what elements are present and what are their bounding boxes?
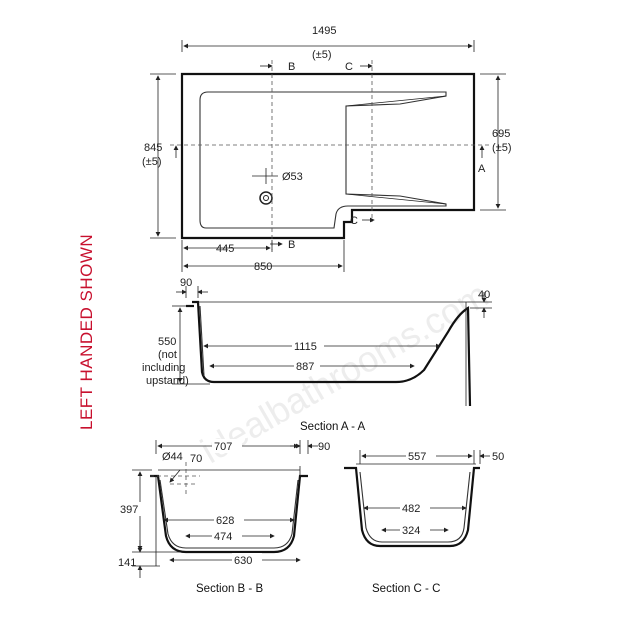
- aa-dim-1115: 1115: [294, 341, 317, 353]
- section-marker-b-top: B: [288, 61, 295, 73]
- bb-dim-397: 397: [120, 504, 138, 516]
- section-c-c: 557 50 482 324 Section C - C: [344, 449, 504, 595]
- bb-dim-70: 70: [190, 453, 202, 465]
- cc-dim-557: 557: [408, 451, 426, 463]
- overall-width-label: 1495: [312, 25, 336, 37]
- bb-dim-628: 628: [216, 515, 234, 527]
- aa-height-note-3: upstand): [146, 375, 189, 387]
- aa-dim-887: 887: [296, 361, 314, 373]
- section-a-a: 90 40 550 (not including upstand) 1115 8…: [142, 277, 492, 433]
- dim-850-label: 850: [254, 261, 272, 273]
- aa-dim-90: 90: [180, 277, 192, 289]
- section-marker-a-right: A: [478, 163, 486, 175]
- aa-height-note-1: (not: [158, 349, 177, 361]
- left-height-label: 845: [144, 142, 162, 154]
- aa-height-note-2: including: [142, 362, 185, 374]
- bb-dim-44: Ø44: [162, 451, 183, 463]
- aa-height-value: 550: [158, 336, 176, 348]
- cc-dim-50: 50: [492, 451, 504, 463]
- left-height-tol: (±5): [142, 156, 161, 168]
- waste-diameter-label: Ø53: [282, 171, 303, 183]
- section-marker-c-top: C: [345, 61, 353, 73]
- section-b-b-title: Section B - B: [196, 583, 263, 595]
- overall-width-tol: (±5): [312, 49, 331, 61]
- left-handed-label: LEFT HANDED SHOWN: [77, 234, 96, 430]
- right-height-label: 695: [492, 128, 510, 140]
- bb-dim-474: 474: [214, 531, 232, 543]
- section-b-b: 707 90 Ø44 70 397 141 628 474: [118, 439, 330, 595]
- bb-dim-90: 90: [318, 441, 330, 453]
- cc-dim-482: 482: [402, 503, 420, 515]
- cc-dim-324: 324: [402, 525, 420, 537]
- right-height-tol: (±5): [492, 142, 511, 154]
- section-marker-c-bottom: C: [350, 215, 358, 227]
- bb-dim-141: 141: [118, 557, 136, 569]
- bb-dim-630: 630: [234, 555, 252, 567]
- plan-view: Ø53 B C B C A 1495 (±5) 845 (±5) 695: [142, 25, 511, 273]
- section-marker-b-bottom: B: [288, 239, 295, 251]
- aa-dim-40: 40: [478, 289, 490, 301]
- section-c-c-title: Section C - C: [372, 583, 440, 595]
- section-a-a-title: Section A - A: [300, 421, 366, 433]
- dim-445-label: 445: [216, 243, 234, 255]
- bb-dim-707: 707: [214, 441, 232, 453]
